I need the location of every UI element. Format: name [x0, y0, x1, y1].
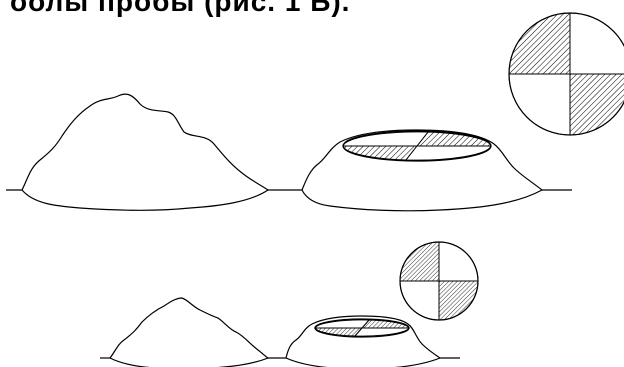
circle-quarter-top-right	[570, 13, 624, 74]
quartered-top-ellipse	[343, 131, 491, 161]
ellipse-quarter-top-left	[343, 132, 428, 146]
quartered-circle-large	[509, 13, 624, 135]
circle-quarter-bottom-left	[509, 74, 570, 135]
cone-pile-small	[110, 298, 268, 367]
bottom-row	[100, 242, 478, 367]
quartered-circle-small	[400, 242, 478, 320]
quartered-small-ellipse	[315, 319, 409, 337]
cone-pile	[22, 94, 268, 210]
circle-quarter-bottom-right	[570, 74, 624, 135]
ellipse-quarter-top-right	[417, 132, 491, 146]
top-row	[6, 13, 624, 211]
circle-quarter-top-left	[509, 13, 570, 74]
